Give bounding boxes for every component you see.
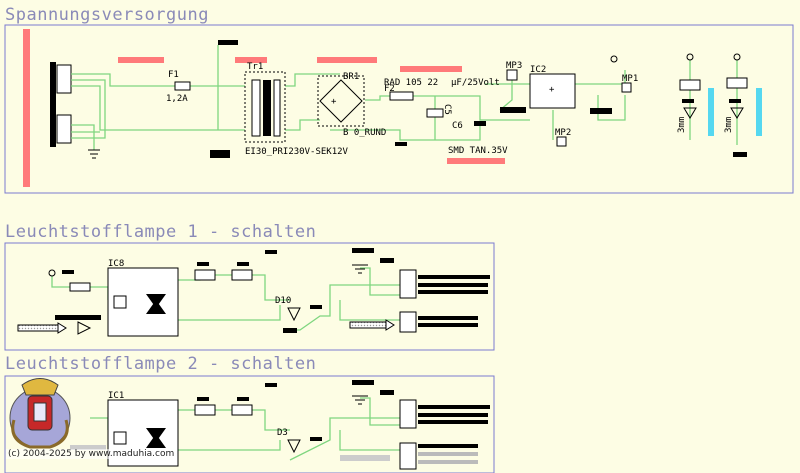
ic1-label: IC1 [108,391,124,401]
f2-label: F2 [384,84,395,94]
section-title-lamp1: Leuchtstofflampe 1 - schalten [5,222,317,242]
coat-of-arms-logo [9,378,71,449]
ic2-label: IC2 [530,65,546,75]
lamp1-schematic: IC8 D10 [17,248,490,337]
ic8-label: IC8 [108,259,124,269]
copyright-text: (c) 2004-2025 by www.maduhia.com [6,449,177,459]
power-schematic: F1 1,2A Tr1 EI30_PRI230V-SEK12V + BR1 B … [23,29,762,187]
power-section-frame [4,24,794,194]
svg-text:+: + [549,85,555,95]
led-size-2: 3mm [724,117,734,133]
mp2-label: MP2 [555,128,571,138]
mp1-label: MP1 [622,74,638,84]
d3-label: D3 [277,428,288,438]
tr1-label: Tr1 [247,62,263,72]
f1-label: F1 [168,70,179,80]
f1-value: 1,2A [166,94,188,104]
lamp2-section-frame [4,375,495,473]
d10-label: D10 [275,296,291,306]
c5-value: μF/25Volt [451,78,500,88]
c6-label: C6 [452,121,463,131]
lamp1-section-frame [4,242,495,351]
c5-label: C5 [442,104,452,115]
svg-text:+: + [331,97,337,107]
tr1-type: EI30_PRI230V-SEK12V [245,147,349,157]
rad-label: RAD 105 22 [384,78,438,88]
led-size-1: 3mm [677,117,687,133]
mp3-label: MP3 [506,61,522,71]
section-title-power: Spannungsversorgung [5,5,209,25]
br1-type: B 0_RUND [343,128,386,138]
c6-type: SMD TAN.35V [448,146,508,156]
section-title-lamp2: Leuchtstofflampe 2 - schalten [5,354,317,374]
br1-label: BR1 [343,72,359,82]
